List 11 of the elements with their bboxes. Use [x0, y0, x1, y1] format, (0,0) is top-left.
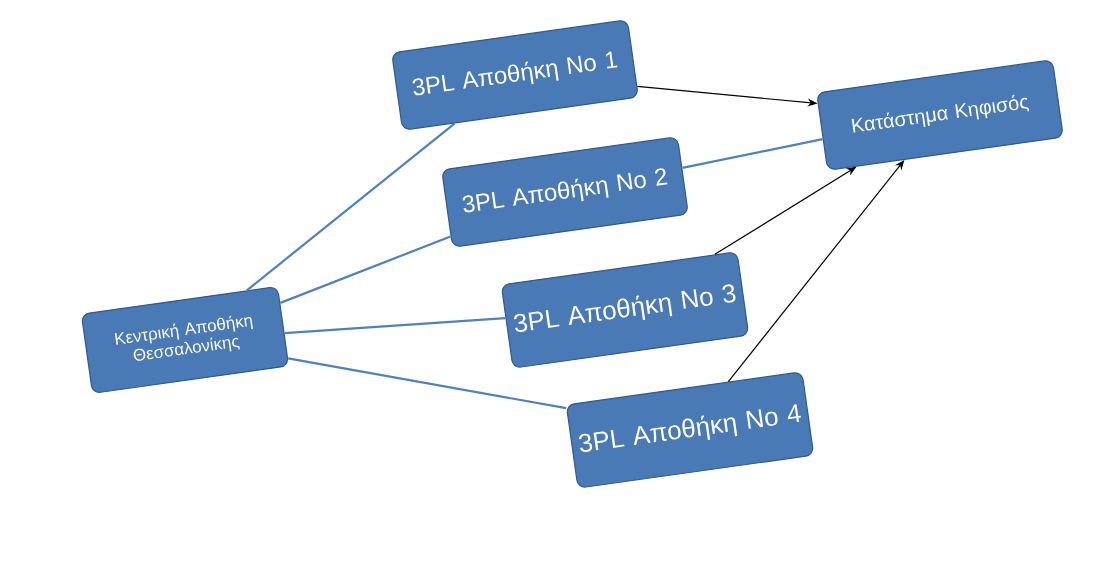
process-box: Κεντρική Αποθήκη Θεσσαλονίκης — [81, 287, 289, 393]
process-box: 3PL Αποθήκη No 2 — [442, 137, 688, 247]
connector-line — [279, 235, 451, 304]
connector-line — [284, 317, 506, 335]
connector-line — [682, 137, 823, 169]
process-box: 3PL Αποθήκη No 1 — [392, 20, 638, 130]
process-box: 3PL Αποθήκη No 3 — [501, 252, 749, 368]
process-box: Κατάστημα Κηφισός — [817, 60, 1063, 170]
connector-line — [246, 122, 456, 292]
connector-line — [287, 357, 567, 410]
process-box: 3PL Αποθήκη No 4 — [566, 372, 814, 488]
